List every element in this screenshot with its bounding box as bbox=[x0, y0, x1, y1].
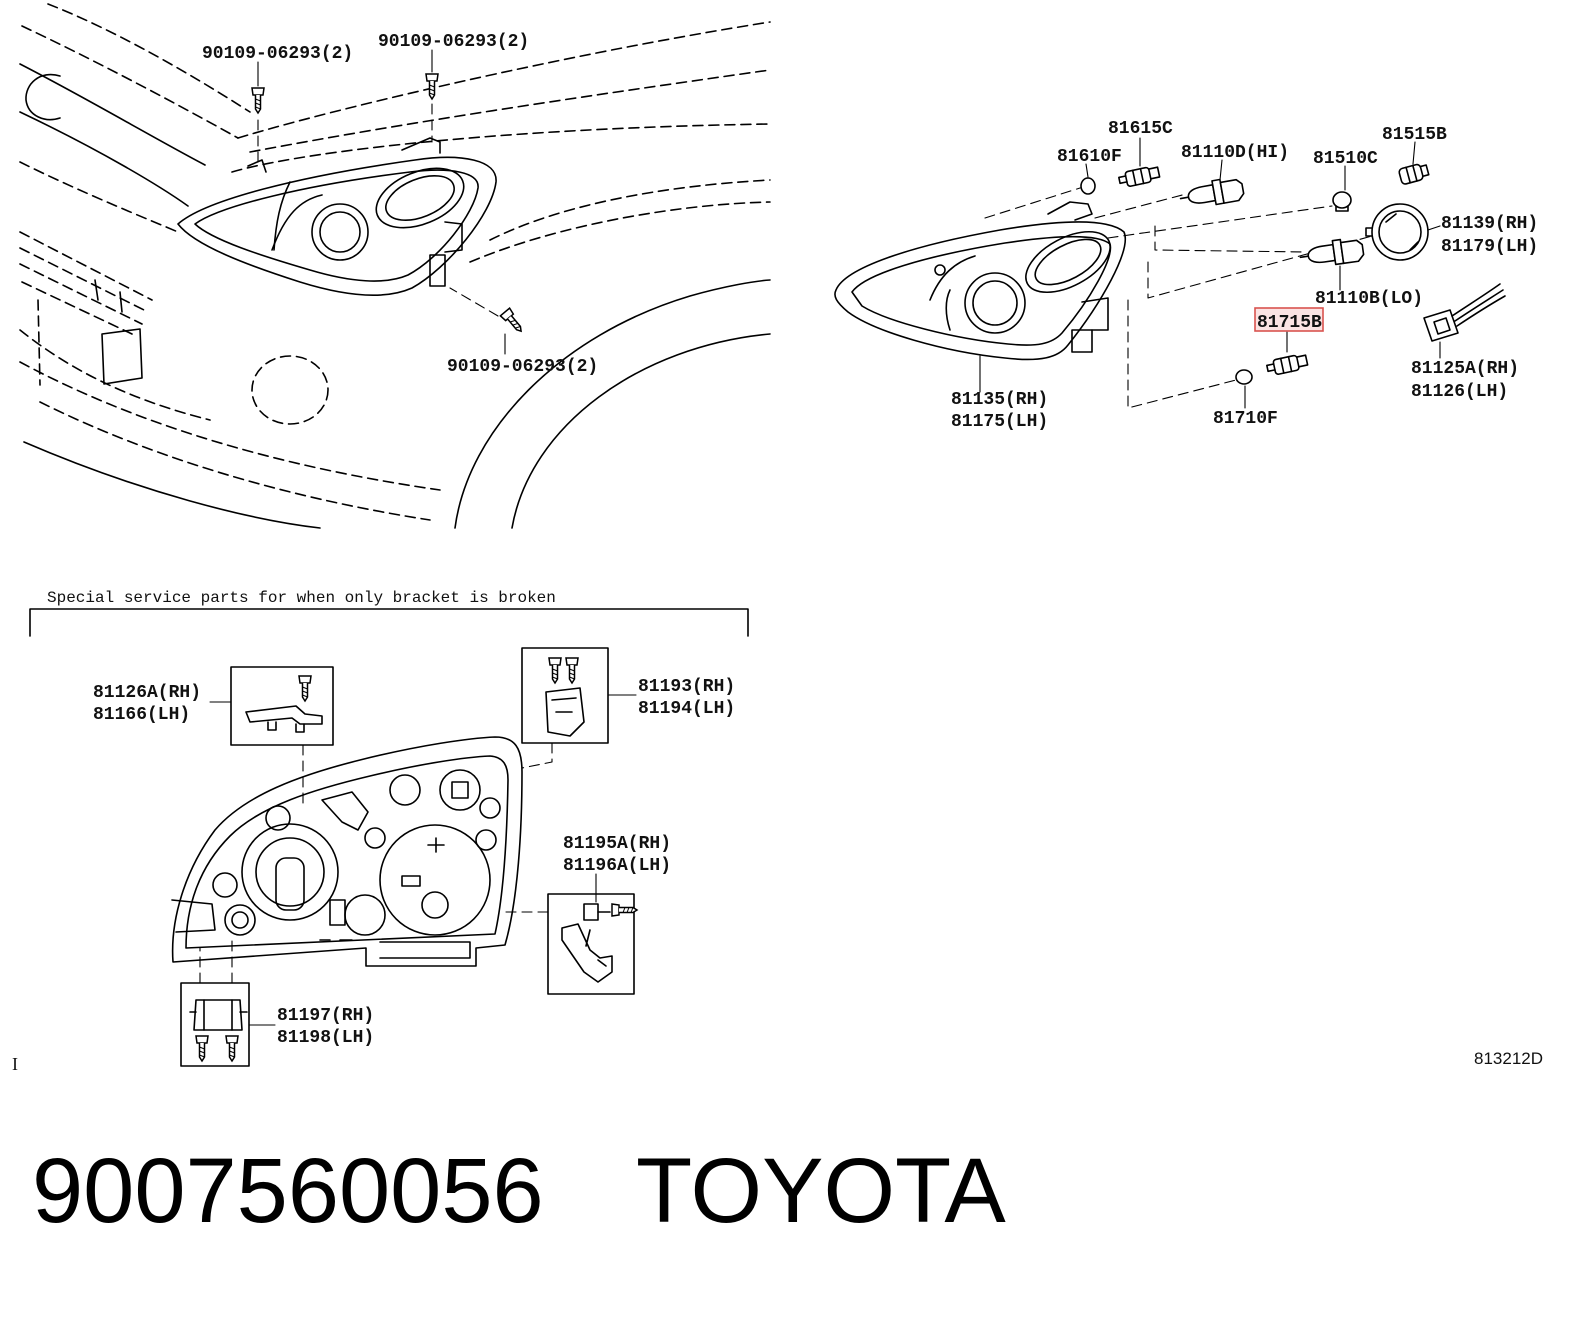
headlamp-cover-icon bbox=[1365, 203, 1429, 261]
low-beam-bulb-icon bbox=[1299, 238, 1365, 266]
part-label: 81610F bbox=[1057, 147, 1122, 167]
part-label: 81139(RH) bbox=[1441, 214, 1538, 234]
screw-part-label: 90109-06293(2) bbox=[378, 32, 529, 52]
exploded-connection-lines bbox=[979, 137, 1441, 409]
headlamp-rear-view bbox=[171, 736, 523, 967]
illustration-code: 813212D bbox=[1474, 1049, 1543, 1068]
bulb-81610f-icon bbox=[1080, 177, 1096, 195]
part-label: 81126A(RH) bbox=[93, 683, 201, 703]
screw-icon bbox=[195, 1035, 209, 1062]
part-label: 81193(RH) bbox=[638, 677, 735, 697]
part-label: 81110D(HI) bbox=[1181, 143, 1289, 163]
bracket-box-side[interactable] bbox=[547, 893, 635, 995]
part-label: 81179(LH) bbox=[1441, 237, 1538, 257]
bracket-leader-lines bbox=[199, 694, 637, 1026]
part-label: 81126(LH) bbox=[1411, 382, 1508, 402]
install-view bbox=[19, 3, 771, 529]
part-label: 81615C bbox=[1108, 119, 1173, 139]
screw-icon bbox=[225, 1035, 239, 1062]
socket-81715b-icon bbox=[1266, 354, 1309, 375]
part-label: 81194(LH) bbox=[638, 699, 735, 719]
fog-lamp-outline bbox=[251, 355, 329, 425]
highlight-box bbox=[1254, 307, 1324, 332]
part-label: 81510C bbox=[1313, 149, 1378, 169]
bracket-box-upper-left[interactable] bbox=[230, 666, 334, 746]
part-number: 9007560056 bbox=[32, 1140, 544, 1242]
part-label: 81515B bbox=[1382, 125, 1447, 145]
part-label: 81195A(RH) bbox=[563, 834, 671, 854]
socket-81515b-icon bbox=[1398, 163, 1430, 185]
bracket-box-upper-right[interactable] bbox=[521, 647, 609, 744]
headlamp-assembly bbox=[834, 201, 1126, 361]
section-heading: Special service parts for when only brac… bbox=[47, 589, 556, 607]
bulb-81510c-icon bbox=[1332, 191, 1352, 212]
part-label: 81110B(LO) bbox=[1315, 289, 1423, 309]
highlighted-part-label[interactable]: 81715B bbox=[1257, 313, 1322, 333]
screw-part-label: 90109-06293(2) bbox=[447, 357, 598, 377]
screw-icon bbox=[565, 657, 579, 684]
socket-81615c-icon bbox=[1118, 166, 1161, 187]
wire-harness-icon bbox=[1423, 283, 1506, 342]
bulb-81710f-icon bbox=[1235, 369, 1253, 385]
part-label: 81125A(RH) bbox=[1411, 359, 1519, 379]
part-label: 81175(LH) bbox=[951, 412, 1048, 432]
bracket-box-lower[interactable] bbox=[180, 982, 250, 1067]
section-bracket-line bbox=[29, 608, 749, 637]
brand-name: TOYOTA bbox=[636, 1140, 1006, 1242]
part-label: 81166(LH) bbox=[93, 705, 190, 725]
screw-icon bbox=[548, 657, 562, 684]
screw-part-label: 90109-06293(2) bbox=[202, 44, 353, 64]
installed-headlamp bbox=[177, 49, 506, 355]
part-label: 81135(RH) bbox=[951, 390, 1048, 410]
part-label: 81198(LH) bbox=[277, 1028, 374, 1048]
page-marker: I bbox=[12, 1054, 18, 1074]
screw-icon bbox=[499, 307, 527, 336]
part-label: 81710F bbox=[1213, 409, 1278, 429]
high-beam-bulb-icon bbox=[1179, 178, 1245, 206]
screw-icon bbox=[251, 87, 265, 114]
part-label: 81197(RH) bbox=[277, 1006, 374, 1026]
screw-icon bbox=[425, 73, 439, 100]
part-label: 81196A(LH) bbox=[563, 856, 671, 876]
screw-icon bbox=[298, 675, 312, 702]
